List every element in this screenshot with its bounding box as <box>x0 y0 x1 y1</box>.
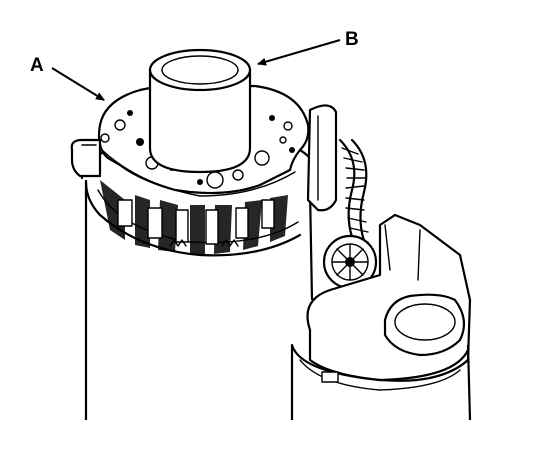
housing-tab-left <box>70 138 102 178</box>
side-bracket <box>306 104 338 212</box>
ring-terminal <box>322 234 378 290</box>
brush-holder-internals <box>100 180 288 255</box>
solenoid-housing <box>290 213 472 421</box>
commutator-sleeve <box>148 48 252 174</box>
braided-lead-wire <box>338 138 369 248</box>
callout-b-leader <box>257 39 341 66</box>
callout-label-a: A <box>30 55 44 76</box>
callout-a-leader <box>51 67 105 101</box>
callout-label-b: B <box>345 29 359 50</box>
